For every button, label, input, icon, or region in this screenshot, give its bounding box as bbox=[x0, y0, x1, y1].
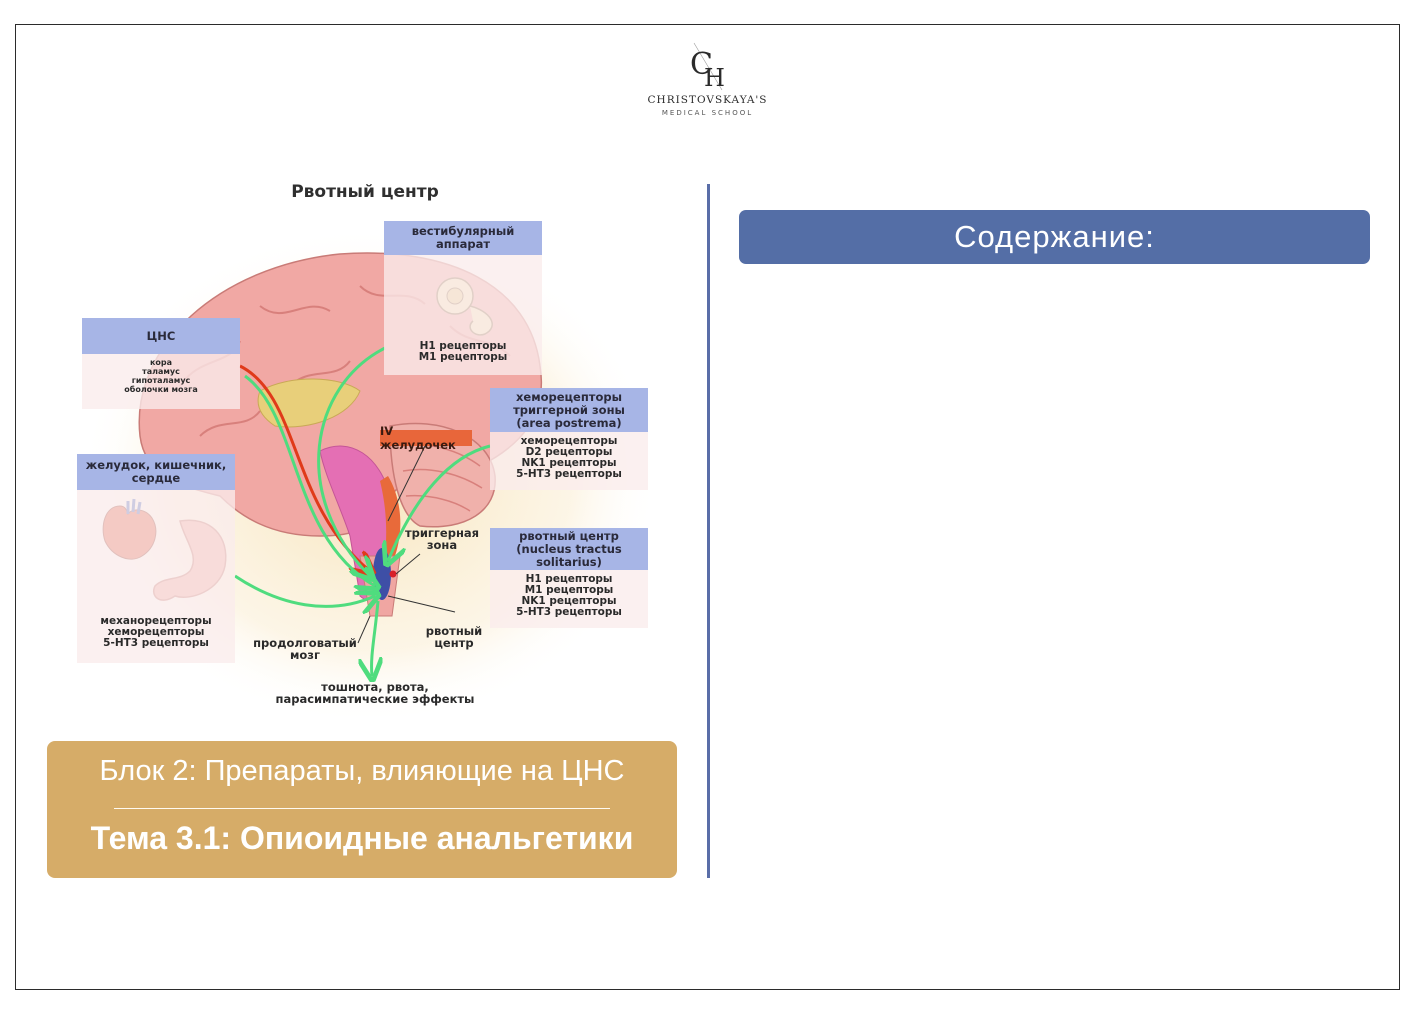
receptor-line: хеморецепторы bbox=[107, 626, 205, 638]
vomiting-center-box-label: рвотный центр (nucleus tractus solitariu… bbox=[490, 528, 648, 570]
svg-text:C: C bbox=[690, 47, 713, 82]
vomiting-center-illustration: Рвотный центр вестибулярный аппарат H1 р… bbox=[70, 176, 660, 716]
topic-title: Тема 3.1: Опиоидные анальгетики bbox=[90, 820, 634, 856]
cns-label: ЦНС bbox=[82, 318, 240, 354]
title-panel: Блок 2: Препараты, влияющие на ЦНС Тема … bbox=[47, 741, 677, 878]
gut-heart-label: желудок, кишечник, сердце bbox=[77, 454, 235, 490]
chemoreceptor-receptors: хеморецепторы D2 рецепторы NK1 рецепторы… bbox=[490, 432, 648, 490]
svg-text:H: H bbox=[704, 64, 725, 92]
title-divider bbox=[114, 808, 610, 809]
medulla-label: продолговатый мозг bbox=[253, 636, 357, 662]
trigger-zone-label: триггерная зона bbox=[404, 526, 480, 552]
structure-line: оболочки мозга bbox=[124, 385, 198, 394]
receptor-line: M1 рецепторы bbox=[418, 351, 508, 363]
vestibular-receptors: H1 рецепторы M1 рецепторы bbox=[384, 255, 542, 375]
column-divider bbox=[707, 184, 710, 878]
cns-structures: кора таламус гипоталамус оболочки мозга bbox=[82, 354, 240, 409]
vomiting-center-label: рвотный центр bbox=[425, 624, 483, 650]
logo-subtitle: MEDICAL SCHOOL bbox=[661, 109, 754, 117]
chemoreceptor-zone-label: хеморецепторы триггерной зоны (area post… bbox=[490, 388, 648, 432]
fourth-ventricle-label: IV желудочек bbox=[380, 424, 472, 452]
structure-line: гипоталамус bbox=[131, 376, 191, 385]
contents-header: Содержание: bbox=[739, 210, 1370, 264]
gut-receptors: механорецепторы хеморецепторы 5-HT3 реце… bbox=[77, 490, 235, 663]
school-logo: C H CHRISTOVSKAYA'S MEDICAL SCHOOL bbox=[620, 40, 795, 130]
vomiting-center-receptors: H1 рецепторы M1 рецепторы NK1 рецепторы … bbox=[490, 570, 648, 628]
receptor-line: M1 рецепторы bbox=[524, 584, 614, 596]
vestibular-label: вестибулярный аппарат bbox=[384, 221, 542, 255]
structure-line: кора bbox=[149, 358, 173, 367]
receptor-line: D2 рецепторы bbox=[525, 446, 613, 458]
block-title: Блок 2: Препараты, влияющие на ЦНС bbox=[99, 755, 625, 787]
structure-line: таламус bbox=[142, 367, 180, 376]
logo-name: CHRISTOVSKAYA'S bbox=[647, 94, 768, 106]
receptor-line: H1 рецепторы bbox=[419, 340, 507, 352]
page-frame bbox=[15, 24, 1400, 990]
receptor-line: 5-HT3 рецепторы bbox=[516, 468, 622, 480]
receptor-line: NK1 рецепторы bbox=[521, 457, 617, 469]
receptor-line: хеморецепторы bbox=[520, 435, 618, 447]
receptor-line: NK1 рецепторы bbox=[521, 595, 617, 607]
receptor-line: H1 рецепторы bbox=[525, 573, 613, 585]
effects-label: тошнота, рвота, парасимпатические эффект… bbox=[275, 680, 475, 706]
figure-title: Рвотный центр bbox=[291, 182, 439, 202]
receptor-line: 5-HT3 рецепторы bbox=[103, 637, 209, 649]
receptor-line: 5-HT3 рецепторы bbox=[516, 606, 622, 618]
receptor-line: механорецепторы bbox=[100, 615, 212, 627]
monogram-icon: C H bbox=[690, 42, 725, 92]
